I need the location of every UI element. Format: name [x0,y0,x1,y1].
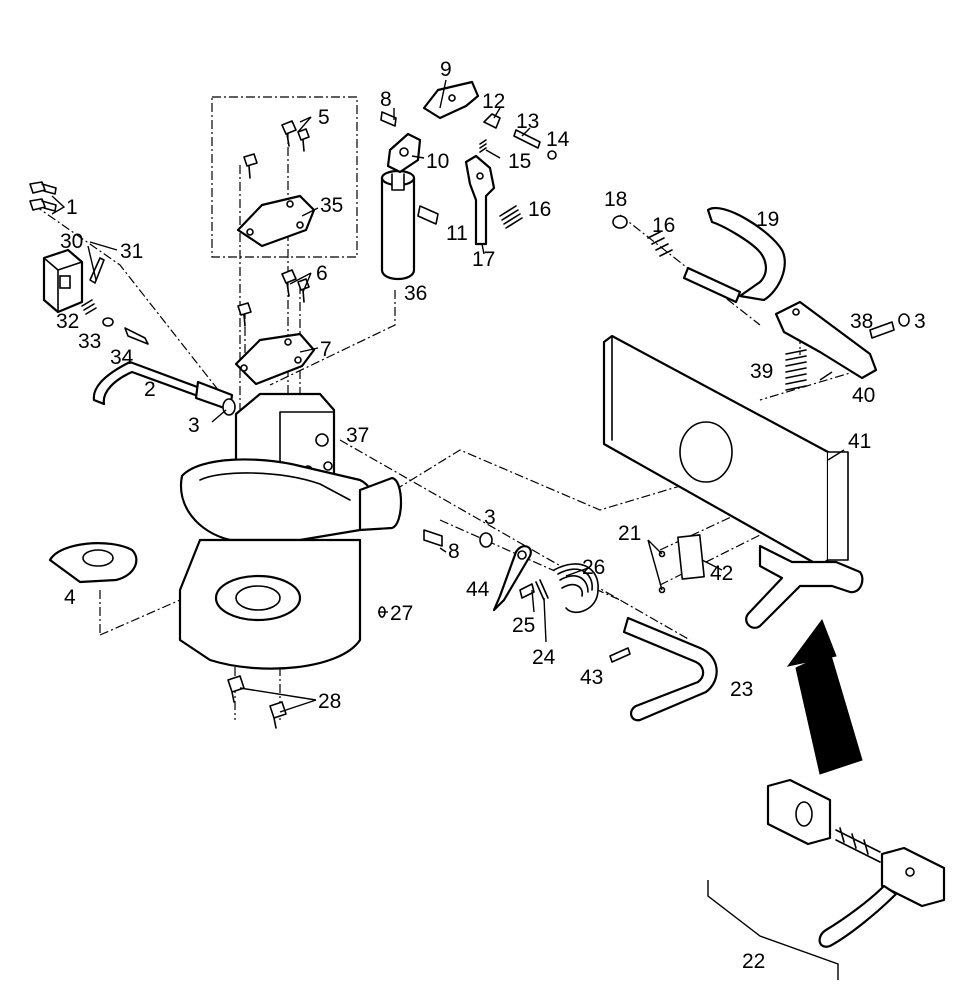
part-cylinder-36 [380,169,416,281]
callout-13: 13 [516,110,539,133]
callout-17: 17 [472,248,495,271]
part-pin-8b [423,529,443,547]
callout-1: 1 [66,196,78,219]
callout-22: 22 [742,950,765,973]
part-base-plate-4 [48,542,138,584]
callout-42: 42 [710,562,733,585]
callout-15: 15 [508,150,531,173]
part-handle-23 [622,616,718,722]
callout-18: 18 [604,188,627,211]
part-catch-12 [483,113,501,129]
callout-7: 7 [320,338,332,361]
part-washer-3a [222,398,236,416]
callout-27: 27 [390,602,413,625]
part-spring-32 [81,299,97,315]
callout-39: 39 [750,360,773,383]
callout-10: 10 [426,150,449,173]
callout-41: 41 [848,430,871,453]
part-spring-16a [499,205,523,229]
part-link-44 [492,545,532,612]
part-latch-block-30 [42,248,84,314]
callout-4: 4 [64,586,76,609]
callout-3-right: 3 [914,310,926,333]
callout-5: 5 [318,106,330,129]
part-pin-43 [609,647,631,663]
part-washer-14 [547,150,557,160]
callout-35: 35 [320,194,343,217]
callout-6: 6 [316,262,328,285]
part-pin-34 [124,327,149,345]
part-handle-19 [682,207,786,304]
callout-11: 11 [446,222,468,245]
callout-25: 25 [512,614,535,637]
callout-32: 32 [56,310,79,333]
callout-12: 12 [482,90,505,113]
callout-labels: 1 30 31 32 33 34 2 3 5 35 6 7 8 9 10 11 … [56,58,926,973]
part-spring-24 [535,579,549,601]
part-washer-3c [898,313,910,327]
part-bolts-6 [237,269,310,327]
part-handle-2 [92,360,234,412]
callout-19: 19 [756,208,779,231]
callout-16-left: 16 [652,214,675,237]
part-housing-37 [178,392,402,670]
leader-lines [51,79,845,713]
callout-16-right: 16 [528,198,551,221]
part-pin-13 [513,129,541,149]
part-split-pin-31 [89,257,105,284]
part-washer-3b [479,532,493,548]
callout-9: 9 [440,58,452,81]
callout-14: 14 [546,128,570,151]
part-pin-38 [869,321,895,339]
part-rivets-21 [658,550,666,594]
callout-23: 23 [730,678,753,701]
part-spring-39 [785,349,807,391]
direction-arrow [786,618,863,775]
callout-43: 43 [580,666,603,689]
part-lever-17 [464,154,496,246]
callout-30: 30 [60,230,83,253]
part-face-plate-41 [602,334,864,629]
callout-26: 26 [582,556,605,579]
callout-8-mid: 8 [448,540,460,563]
callout-21: 21 [618,522,641,545]
callout-44: 44 [466,578,490,601]
part-plate-42 [677,534,705,580]
part-washer-18 [612,215,628,229]
callout-31: 31 [120,240,143,263]
part-lever-40 [774,300,878,380]
part-bolts-28 [227,675,287,729]
part-cover-plate-35 [236,194,316,248]
callout-28: 28 [318,690,341,713]
part-washer-33 [102,317,114,327]
callout-36: 36 [404,282,427,305]
part-link-10 [386,132,422,174]
part-spring-15 [479,139,487,153]
callout-34: 34 [110,346,134,369]
callout-37: 37 [346,424,369,447]
callout-40: 40 [852,384,875,407]
callout-33: 33 [78,330,101,353]
part-lever-9 [422,80,480,120]
callout-3-handle: 3 [188,414,200,437]
part-pin-8a [380,111,397,127]
callout-3-mid: 3 [484,506,496,529]
part-pin-11 [417,205,439,225]
callout-8-top: 8 [380,88,392,111]
part-plate-7 [234,332,316,386]
part-bolts-5 [243,120,310,179]
callout-38: 38 [850,310,873,333]
callout-2: 2 [144,378,156,401]
part-spring-16b [647,231,673,257]
callout-24: 24 [532,646,556,669]
part-screws-1 [29,181,57,212]
part-assembly-22 [707,778,946,980]
part-screw-25 [519,583,535,599]
